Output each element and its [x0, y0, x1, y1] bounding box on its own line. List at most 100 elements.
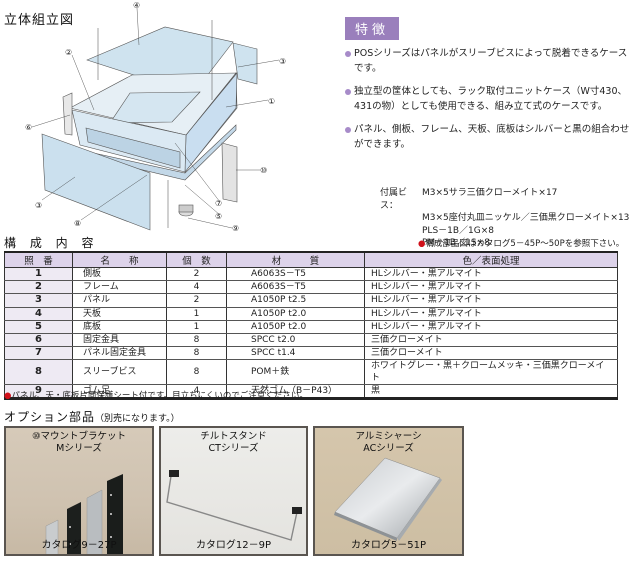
cell-no: 6 [4, 333, 73, 348]
cell-name: スリーブビス [72, 359, 167, 386]
features-list: POSシリーズはパネルがスリーブビスによって脱着できるケースです。 独立型の筐体… [345, 46, 635, 152]
cell-qty: 1 [166, 307, 227, 321]
cell-no: 4 [4, 307, 73, 321]
table-row: 2 フレーム 4 A6063S－T5 HLシルバー・黒アルマイト [4, 280, 618, 295]
cell-material: A1050P t2.0 [226, 307, 365, 321]
cell-no: 3 [4, 293, 73, 308]
cell-finish: 三価クローメイト [364, 346, 618, 361]
cell-name: 固定金具 [72, 333, 167, 348]
parts-table: 照 番 名 称 個 数 材 質 色／表面処理 1 側板 2 A6063S－T5 … [4, 251, 618, 401]
header-material: 材 質 [226, 252, 365, 268]
feature-item: パネル、側板、フレーム、天板、底板はシルバーと黒の組合わせができます。 [345, 122, 635, 152]
callout-9: ⑨ [232, 224, 239, 232]
screw-line: M3×5サラ三価クローメイト×17 [422, 188, 558, 198]
table-row: 9 ゴム足 4 天然ゴム（B－P43） 黒 [4, 384, 618, 400]
red-bullet-icon: ● [4, 391, 12, 401]
red-bullet-icon: ● [418, 239, 426, 249]
cell-finish: HLシルバー・黒アルマイト [364, 307, 618, 321]
header-qty: 個 数 [166, 252, 227, 268]
cell-qty: 4 [166, 280, 227, 295]
cell-finish: 三価クローメイト [364, 333, 618, 348]
callout-2: ② [65, 48, 72, 57]
table-row: 4 天板 1 A1050P t2.0 HLシルバー・黒アルマイト [4, 307, 618, 321]
callout-1: ① [268, 97, 275, 106]
features-badge: 特徴 [345, 17, 400, 40]
features-panel: 特徴 POSシリーズはパネルがスリーブビスによって脱着できるケースです。 独立型… [345, 17, 635, 160]
screw-line: PM－1B／1S×8 [422, 238, 490, 248]
cell-qty: 1 [166, 320, 227, 334]
cell-qty: 2 [166, 293, 227, 308]
exploded-assembly-diagram: ④ ② ③ ① ⑥ ⑩ ⑦ ⑤ ⑨ ③ ⑧ [25, 1, 286, 232]
table-row: 5 底板 1 A1050P t2.0 HLシルバー・黒アルマイト [4, 320, 618, 334]
cell-qty: 8 [166, 333, 227, 348]
callout-4: ④ [133, 1, 140, 10]
feature-item: 独立型の筐体としても、ラック取付ユニットケース（W寸430、431の物）としても… [345, 84, 635, 114]
screw-line: M3×5座付丸皿ニッケル／三価黒クローメイト×13 [422, 213, 630, 223]
cell-qty: 8 [166, 346, 227, 361]
tilt-stand-image [166, 470, 302, 541]
option-catalog-ref: カタログ12－9P [195, 540, 272, 551]
cell-qty: 8 [166, 359, 227, 386]
cell-no: 9 [4, 384, 73, 400]
diagram-callouts: ④ ② ③ ① ⑥ ⑩ ⑦ ⑤ ⑨ ③ ⑧ [25, 1, 286, 232]
cell-name: フレーム [72, 280, 167, 295]
cell-finish: HLシルバー・黒アルマイト [364, 280, 618, 295]
accessory-screws: 付属ビス： M3×5サラ三価クローメイト×17 M3×5座付丸皿ニッケル／三価黒ク… [380, 187, 629, 250]
cell-name: 側板 [72, 267, 167, 282]
callout-3-front: ③ [35, 201, 42, 210]
mount-bracket-image [45, 474, 123, 554]
assembly-diagram-heading: 立体組立図 [4, 13, 75, 28]
header-name: 名 称 [72, 252, 167, 268]
callout-10: ⑩ [260, 166, 267, 175]
options-heading-note: （別売になります。） [95, 414, 180, 424]
cell-no: 8 [4, 359, 73, 386]
table-row: 1 側板 2 A6063S－T5 HLシルバー・黒アルマイト [4, 267, 618, 282]
cell-material: POM＋鉄 [226, 359, 365, 386]
cell-material: SPCC t1.4 [226, 346, 365, 361]
screws-label: 付属ビス： [380, 188, 408, 211]
cell-no: 5 [4, 320, 73, 334]
cell-name: パネル固定金具 [72, 346, 167, 361]
table-note: ●パネル、天・底板片面保護シート付です。目立ちにくいのでご注意ください。 [4, 389, 308, 401]
options-heading-text: オプション部品 [4, 410, 96, 424]
cell-no: 7 [4, 346, 73, 361]
aluminum-chassis-image [334, 457, 442, 541]
options-heading: オプション部品（別売になります。） [4, 408, 180, 425]
cell-finish: ホワイトグレー・黒＋クロームメッキ・三価黒クローメイト [364, 359, 618, 386]
feature-item: POSシリーズはパネルがスリーブビスによって脱着できるケースです。 [345, 46, 635, 76]
cell-qty: 2 [166, 267, 227, 282]
table-row: 6 固定金具 8 SPCC t2.0 三価クローメイト [4, 333, 618, 348]
configuration-heading: 構 成 内 容 [4, 236, 99, 250]
callout-8: ⑧ [74, 219, 81, 228]
screw-line: PLS－1B／1G×8 [422, 225, 495, 236]
reference-note: ●構成部品図はカタログ5－45P～50Pを参照下さい。 [418, 237, 624, 249]
header-ref-no: 照 番 [4, 252, 73, 268]
cell-material: SPCC t2.0 [226, 333, 365, 348]
cell-finish: HLシルバー・黒アルマイト [364, 293, 618, 308]
cell-name: 天板 [72, 307, 167, 321]
table-row: 8 スリーブビス 8 POM＋鉄 ホワイトグレー・黒＋クロームメッキ・三価黒クロ… [4, 359, 618, 386]
option-catalog-ref: カタログ9－27P [41, 540, 117, 551]
cell-material: A1050P t2.0 [226, 320, 365, 334]
callout-7: ⑦ [215, 199, 222, 208]
cell-no: 2 [4, 280, 73, 295]
cell-material: A6063S－T5 [226, 280, 365, 295]
reference-note-text: 構成部品図はカタログ5－45P～50Pを参照下さい。 [425, 239, 625, 249]
option-catalog-ref: カタログ5－51P [350, 540, 427, 551]
callout-3-rear: ③ [279, 57, 286, 66]
cell-finish: HLシルバー・黒アルマイト [364, 320, 618, 334]
cell-finish: 黒 [364, 384, 618, 400]
table-row: 7 パネル固定金具 8 SPCC t1.4 三価クローメイト [4, 346, 618, 361]
table-note-text: パネル、天・底板片面保護シート付です。目立ちにくいのでご注意ください。 [11, 391, 308, 401]
cell-no: 1 [4, 267, 73, 282]
callout-5: ⑤ [215, 212, 222, 221]
cell-finish: HLシルバー・黒アルマイト [364, 267, 618, 282]
cell-name: パネル [72, 293, 167, 308]
table-row: 3 パネル 2 A1050P t2.5 HLシルバー・黒アルマイト [4, 293, 618, 308]
